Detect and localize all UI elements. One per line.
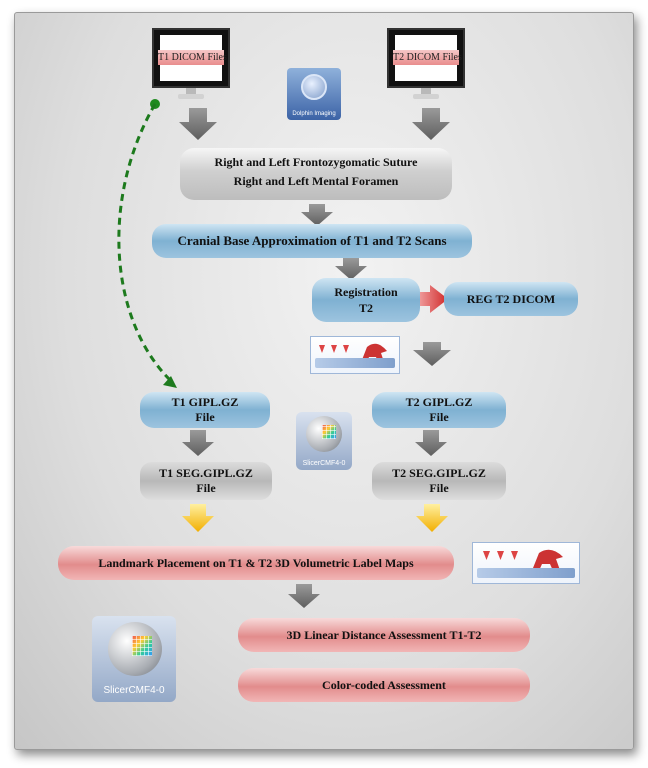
t1-gipl-line-2: File <box>195 410 215 424</box>
gray-down-arrow <box>182 430 214 456</box>
t1-gipl-box: T1 GIPL.GZ File <box>140 392 270 428</box>
t1-dicom-label: T1 DICOM Files <box>158 50 227 65</box>
itk-snap-logo <box>472 542 580 584</box>
distance-assessment-box: 3D Linear Distance Assessment T1-T2 <box>238 618 530 652</box>
slicer-large-caption: SlicerCMF4-0 <box>103 685 165 696</box>
t1-gipl-line-1: T1 GIPL.GZ <box>171 395 239 409</box>
gray-down-arrow <box>301 204 333 226</box>
landmark-placement-label: Landmark Placement on T1 & T2 3D Volumet… <box>98 556 414 570</box>
reg-t2-dicom-label: REG T2 DICOM <box>466 292 556 306</box>
t2-dicom-monitor: T2 DICOM Files <box>387 28 465 100</box>
t1-seg-line-1: T1 SEG.GIPL.GZ <box>159 466 253 480</box>
gray-down-arrow <box>412 108 450 140</box>
cranial-base-box: Cranial Base Approximation of T1 and T2 … <box>152 224 472 258</box>
green-dashed-arrow <box>117 99 177 388</box>
gray-down-arrow <box>179 108 217 140</box>
yellow-down-arrow <box>182 504 214 532</box>
t2-gipl-box: T2 GIPL.GZ File <box>372 392 506 428</box>
dolphin-imaging-logo: Dolphin Imaging <box>287 68 341 120</box>
slicer-cmf-logo-small: SlicerCMF4-0 <box>296 412 352 470</box>
landmarks-line-2: Right and Left Mental Foramen <box>233 173 399 188</box>
distance-assessment-label: 3D Linear Distance Assessment T1-T2 <box>286 628 482 642</box>
gray-down-arrow <box>288 584 320 608</box>
slicer-small-caption: SlicerCMF4-0 <box>302 460 346 467</box>
itk-snap-logo <box>310 336 400 374</box>
dolphin-caption: Dolphin Imaging <box>292 111 336 117</box>
color-coded-box: Color-coded Assessment <box>238 668 530 702</box>
t2-dicom-label: T2 DICOM Files <box>393 50 462 65</box>
landmarks-box: Right and Left Frontozygomatic Suture Ri… <box>180 148 452 200</box>
registration-line-1: Registration <box>334 285 398 299</box>
t1-dicom-monitor: T1 DICOM Files <box>152 28 230 100</box>
t2-seg-box: T2 SEG.GIPL.GZ File <box>372 462 506 500</box>
gray-down-arrow <box>413 342 451 366</box>
slicer-cmf-logo-large: SlicerCMF4-0 <box>92 616 176 702</box>
gray-down-arrow <box>415 430 447 456</box>
yellow-down-arrow <box>416 504 448 532</box>
t1-seg-line-2: File <box>196 481 216 495</box>
landmarks-line-1: Right and Left Frontozygomatic Suture <box>214 155 418 169</box>
registration-line-2: T2 <box>358 300 373 315</box>
reg-t2-dicom-box: REG T2 DICOM <box>444 282 578 316</box>
landmark-placement-box: Landmark Placement on T1 & T2 3D Volumet… <box>58 546 454 580</box>
gray-down-arrow <box>335 258 367 280</box>
t2-seg-line-2: File <box>429 481 449 495</box>
t2-gipl-line-1: T2 GIPL.GZ <box>405 395 473 409</box>
t1-seg-box: T1 SEG.GIPL.GZ File <box>140 462 272 500</box>
red-right-arrow <box>418 285 448 313</box>
t2-seg-line-1: T2 SEG.GIPL.GZ <box>392 466 486 480</box>
t2-gipl-line-2: File <box>429 410 449 424</box>
registration-box: Registration T2 <box>312 278 420 322</box>
color-coded-label: Color-coded Assessment <box>322 678 446 692</box>
cranial-base-label: Cranial Base Approximation of T1 and T2 … <box>177 233 447 248</box>
